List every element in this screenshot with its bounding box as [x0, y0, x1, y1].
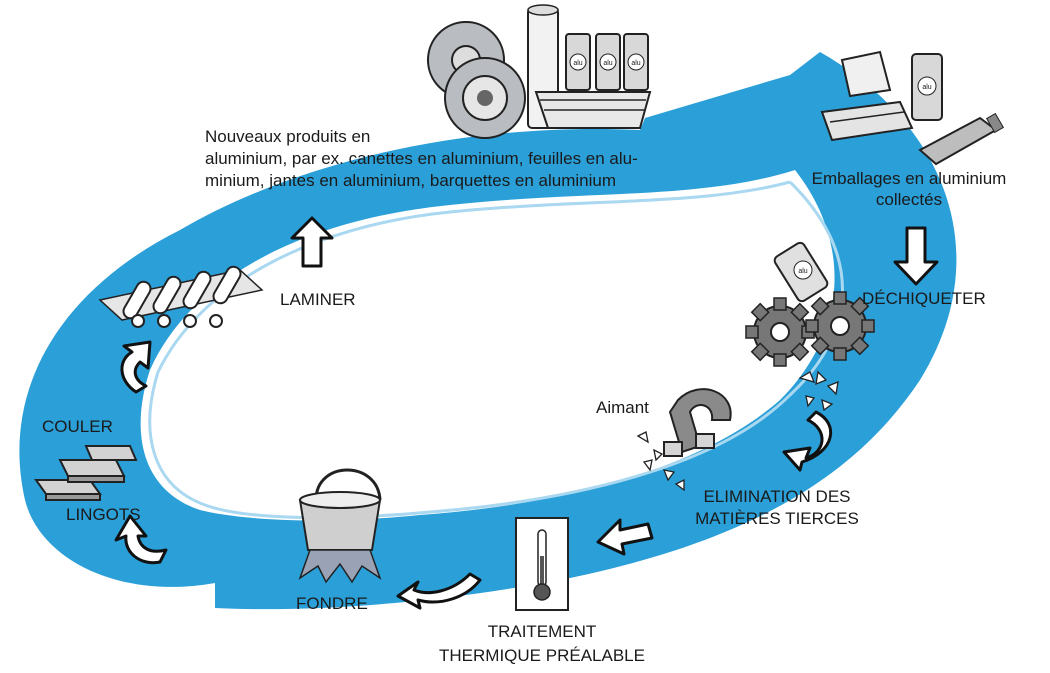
magnet-icon [663, 388, 732, 457]
thermometer-icon [515, 517, 569, 611]
ingots-icon [34, 445, 138, 501]
wheel-rims-icon [427, 21, 526, 139]
ribbon-body [19, 52, 957, 610]
elimination-step-label: ELIMINATION DES MATIÈRES TIERCES [695, 487, 859, 528]
spray-can-icon: alu [911, 53, 943, 121]
can-logo-5: alu [798, 268, 807, 275]
magnet-label: Aimant [596, 398, 649, 417]
gears-icon [745, 291, 875, 367]
roll-step-label: LAMINER [280, 290, 356, 309]
collected-packaging-label: Emballages en aluminium collectés [811, 169, 1007, 209]
melt-step-label: FONDRE [296, 594, 368, 613]
roll-up-arrow [290, 216, 334, 268]
cast-step-label: COULER [42, 417, 113, 436]
curved-arrow-4 [120, 340, 152, 394]
rolling-mill-icon [98, 265, 264, 328]
can-logo-3: alu [631, 60, 640, 67]
ribbon-inner-edge [148, 180, 844, 520]
shred-down-arrow [893, 226, 939, 286]
left-arrow-1 [596, 518, 654, 556]
curved-arrow-3 [114, 514, 168, 565]
collected-packaging-icon [820, 50, 914, 142]
shredded-flakes-icon [798, 370, 839, 412]
heat-treatment-step-label: TRAITEMENT THERMIQUE PRÉALABLE [439, 622, 645, 665]
can-to-shred-icon: alu [773, 241, 829, 303]
new-products-illustration: alu alu alu [427, 4, 652, 139]
can-logo-1: alu [573, 60, 582, 67]
aluminium-trays-icon [534, 91, 652, 129]
collected-packaging-illustration: alu [820, 50, 1005, 166]
can-logo-2: alu [603, 60, 612, 67]
curved-arrow-2 [396, 572, 482, 610]
tube-icon [918, 112, 1005, 166]
ingots-label: LINGOTS [66, 505, 141, 524]
separated-flakes-icon [636, 431, 685, 492]
curved-arrow-1 [782, 410, 833, 472]
melting-pot-icon [298, 468, 382, 584]
can-logo-4: alu [922, 84, 931, 91]
cycle-ribbon [19, 52, 957, 610]
aluminium-cans-icon: alu alu alu [565, 33, 649, 91]
shred-step-label: DÉCHIQUETER [862, 289, 986, 308]
new-products-label: Nouveaux produits en aluminium, par ex. … [205, 127, 638, 190]
